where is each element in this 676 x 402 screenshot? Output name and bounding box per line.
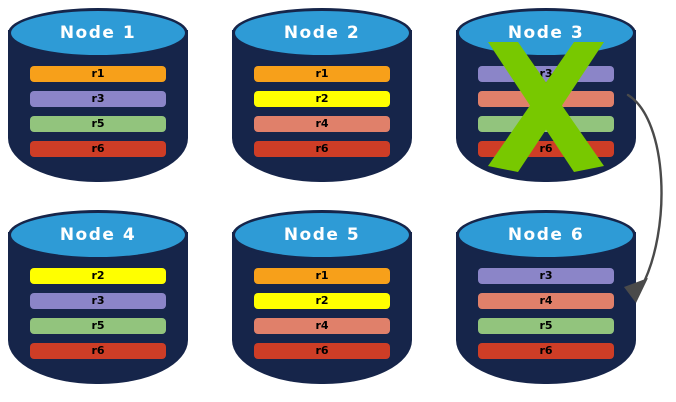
record-bar: r3 xyxy=(30,91,166,107)
node-title: Node 3 xyxy=(507,23,585,43)
node-cylinder-6[interactable]: Node 6 r3 r4 r5 r6 xyxy=(456,210,636,390)
node-title: Node 5 xyxy=(283,225,361,245)
record-list: r3 r4 r5 r6 xyxy=(478,268,614,359)
node-title: Node 4 xyxy=(59,225,137,245)
record-bar: r6 xyxy=(30,141,166,157)
cylinder-top xyxy=(232,8,412,58)
record-bar: r4 xyxy=(478,293,614,309)
record-bar: r6 xyxy=(478,141,614,157)
record-bar: r4 xyxy=(254,318,390,334)
record-bar: r5 xyxy=(478,116,614,132)
record-bar: r3 xyxy=(478,268,614,284)
record-bar: r5 xyxy=(30,318,166,334)
record-bar: r2 xyxy=(254,293,390,309)
node-cylinder-5[interactable]: Node 5 r1 r2 r4 r6 xyxy=(232,210,412,390)
record-bar: r1 xyxy=(254,268,390,284)
record-bar: r3 xyxy=(478,66,614,82)
record-list: r1 r2 r4 r6 xyxy=(254,268,390,359)
record-bar: r1 xyxy=(254,66,390,82)
record-list: r2 r3 r5 r6 xyxy=(30,268,166,359)
node-cylinder-4[interactable]: Node 4 r2 r3 r5 r6 xyxy=(8,210,188,390)
record-bar: r6 xyxy=(254,343,390,359)
record-bar: r5 xyxy=(30,116,166,132)
node-title: Node 1 xyxy=(59,23,137,43)
record-bar: r4 xyxy=(478,91,614,107)
cylinder-top xyxy=(8,8,188,58)
record-bar: r5 xyxy=(478,318,614,334)
node-title: Node 2 xyxy=(283,23,361,43)
record-bar: r6 xyxy=(478,343,614,359)
node-title: Node 6 xyxy=(507,225,585,245)
cylinder-top xyxy=(8,210,188,260)
record-bar: r4 xyxy=(254,116,390,132)
record-bar: r1 xyxy=(30,66,166,82)
record-list: r1 r3 r5 r6 xyxy=(30,66,166,157)
node-cylinder-1[interactable]: Node 1 r1 r3 r5 r6 xyxy=(8,8,188,188)
record-list: r3 r4 r5 r6 xyxy=(478,66,614,157)
cylinder-top xyxy=(232,210,412,260)
record-bar: r3 xyxy=(30,293,166,309)
record-bar: r2 xyxy=(30,268,166,284)
node-cylinder-3[interactable]: Node 3 r3 r4 r5 r6 xyxy=(456,8,636,188)
cylinder-top xyxy=(456,210,636,260)
record-list: r1 r2 r4 r6 xyxy=(254,66,390,157)
record-bar: r2 xyxy=(254,91,390,107)
record-bar: r6 xyxy=(254,141,390,157)
record-bar: r6 xyxy=(30,343,166,359)
node-cylinder-2[interactable]: Node 2 r1 r2 r4 r6 xyxy=(232,8,412,188)
